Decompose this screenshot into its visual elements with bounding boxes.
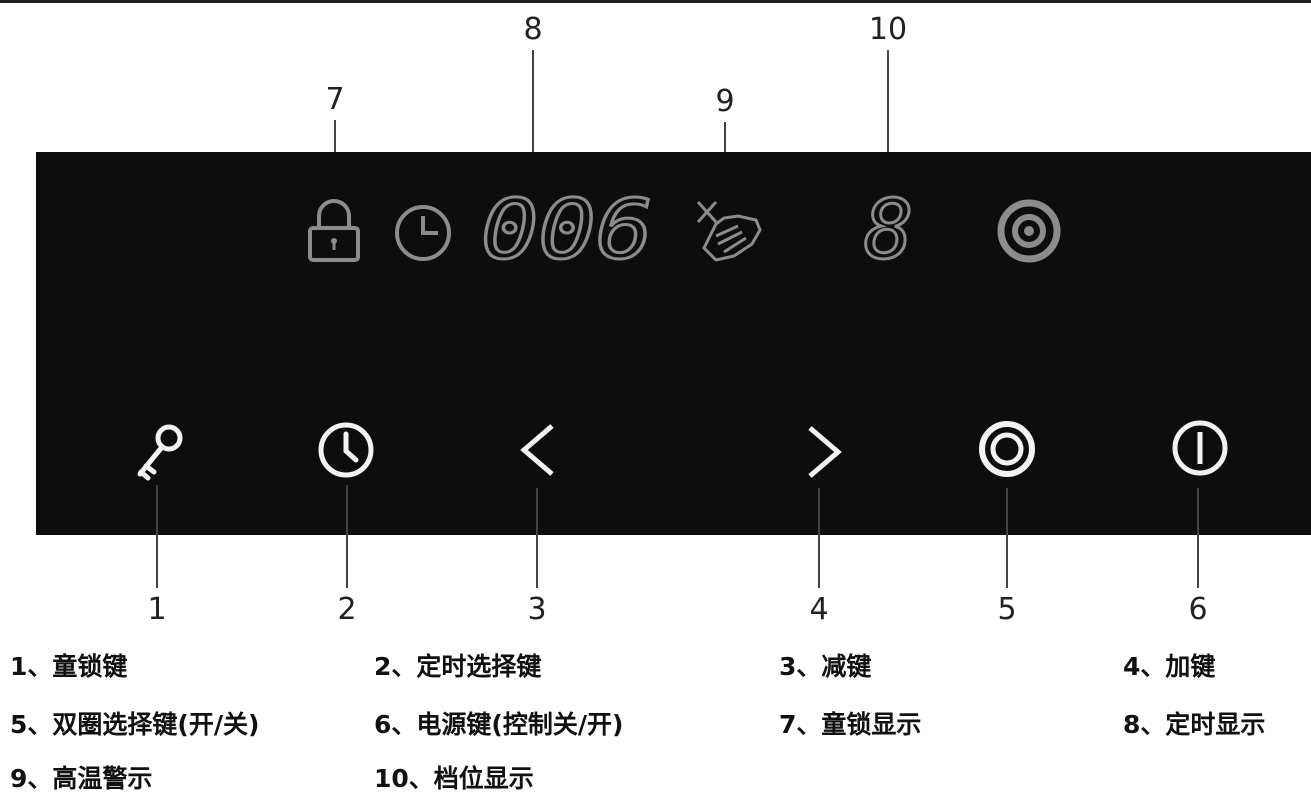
legend-item-1: 1、童锁键 [10,652,128,681]
leader-6 [1197,488,1199,588]
dual-ring-button[interactable] [976,418,1038,480]
power-button[interactable] [1170,418,1230,478]
hot-hand-icon [694,196,766,264]
callout-1: 1 [147,592,167,627]
decrease-button[interactable] [518,420,558,480]
leader-3 [536,488,538,588]
legend-item-10: 10、档位显示 [374,764,534,793]
callout-2: 2 [337,592,357,627]
level-digit: 8 [863,182,924,280]
legend-item-2: 2、定时选择键 [374,652,542,681]
callout-6: 6 [1188,592,1208,627]
key-icon [137,424,183,481]
legend-item-9: 9、高温警示 [10,764,153,793]
callout-4: 4 [809,592,829,627]
top-border [0,0,1311,3]
legend-item-8: 8、定时显示 [1123,710,1266,739]
double-circle-icon [979,421,1035,477]
callout-8: 8 [523,12,543,47]
clock-icon [394,204,452,262]
level-digit-text: 8 [864,183,913,278]
legend-item-5: 5、双圈选择键(开/关) [10,710,260,739]
callout-9: 9 [715,84,735,119]
legend-item-6: 6、电源键(控制关/开) [374,710,624,739]
callout-7: 7 [325,82,345,117]
legend-item-4: 4、加键 [1123,652,1216,681]
timer-select-button[interactable] [316,420,376,480]
control-panel: 006 8 [36,152,1311,535]
less-than-icon [520,424,554,476]
timer-digit-text: 006 [481,183,653,278]
increase-button[interactable] [804,422,844,482]
child-lock-button[interactable] [132,422,186,482]
dual-ring-icon [994,196,1064,266]
legend-item-3: 3、减键 [779,652,872,681]
leader-1 [156,485,158,588]
callout-10: 10 [868,12,908,47]
leader-8 [532,50,534,185]
clock-icon [318,422,374,478]
timer-digits: 006 [480,182,661,280]
callout-3: 3 [527,592,547,627]
leader-2 [346,485,348,588]
greater-than-icon [808,426,842,478]
leader-5 [1006,488,1008,588]
legend-item-7: 7、童锁显示 [779,710,922,739]
leader-10 [887,50,889,188]
lock-icon [304,194,364,264]
leader-4 [818,488,820,588]
power-icon [1172,420,1228,476]
callout-5: 5 [997,592,1017,627]
